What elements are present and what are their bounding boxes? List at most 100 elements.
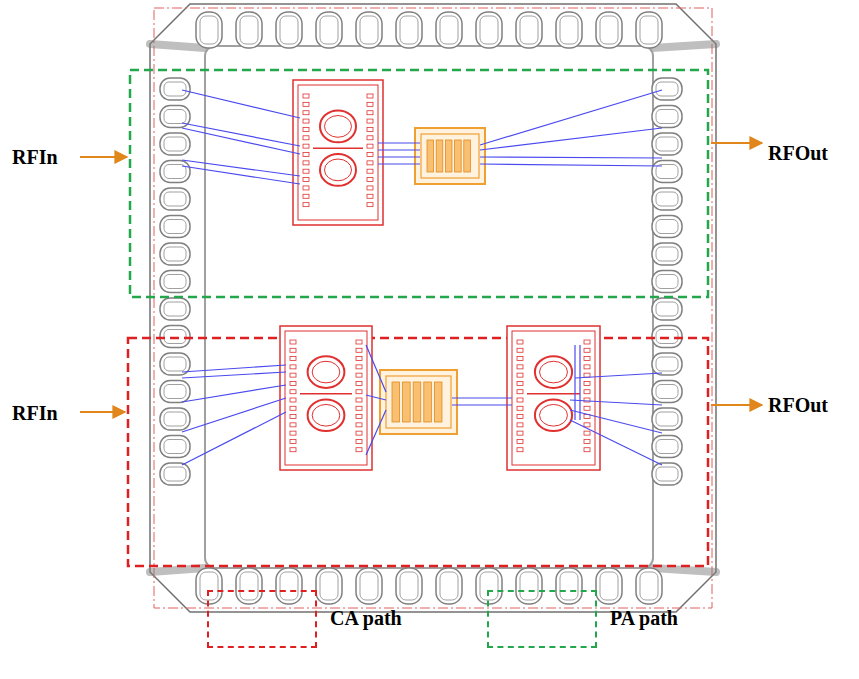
bond-pad xyxy=(236,12,262,48)
bond-pad-inner xyxy=(640,16,658,44)
die-paddle xyxy=(205,46,653,568)
bond-pad-inner xyxy=(480,16,498,44)
ipd-chip xyxy=(507,326,600,470)
bond-wire xyxy=(480,164,662,166)
bond-wire xyxy=(570,420,662,465)
bond-pad xyxy=(652,271,682,293)
bond-pad-inner xyxy=(164,247,186,261)
bond-pad xyxy=(356,568,382,604)
bond-pad xyxy=(652,243,682,265)
bond-pad xyxy=(476,568,502,604)
bond-pad-inner xyxy=(240,16,258,44)
bond-pad-inner xyxy=(520,16,538,44)
bond-pad xyxy=(652,188,682,210)
bond-pad xyxy=(636,12,662,48)
bond-pad xyxy=(236,568,262,604)
bond-pad xyxy=(652,326,682,348)
bond-pad-inner xyxy=(360,16,378,44)
bond-pad-inner xyxy=(164,275,186,289)
bond-pad xyxy=(160,463,190,485)
bond-wire xyxy=(366,410,386,455)
bond-pad-inner xyxy=(164,82,186,96)
bond-pad-inner xyxy=(656,247,678,261)
bond-pad xyxy=(596,12,622,48)
bond-wire xyxy=(570,410,662,433)
ipd-chip xyxy=(280,326,372,470)
bond-wire xyxy=(366,345,386,392)
signal-arrow xyxy=(711,142,762,144)
bond-pad xyxy=(516,12,542,48)
bond-wire xyxy=(182,166,300,184)
bond-pad xyxy=(276,12,302,48)
ipd-chip xyxy=(293,80,383,225)
signal-label: RFIn xyxy=(12,145,58,169)
bond-pad xyxy=(160,381,190,403)
bond-wire xyxy=(182,398,286,432)
bond-pad-inner xyxy=(360,572,378,600)
bond-wire xyxy=(182,160,300,176)
bond-pad-inner xyxy=(440,572,458,600)
bond-pad xyxy=(516,568,542,604)
bond-wire xyxy=(378,149,420,150)
bond-pad xyxy=(652,106,682,128)
signal-arrow xyxy=(80,411,125,413)
bond-pad xyxy=(276,568,302,604)
bond-pad xyxy=(652,381,682,403)
bond-pad-inner xyxy=(164,110,186,124)
bond-pad-inner xyxy=(200,572,218,600)
bond-pad-inner xyxy=(656,302,678,316)
bond-pad-inner xyxy=(656,412,678,426)
bond-pad-inner xyxy=(600,16,618,44)
bond-pad xyxy=(476,12,502,48)
bond-pad xyxy=(160,326,190,348)
corner-tie-bar xyxy=(652,568,716,572)
bond-pad-inner xyxy=(320,16,338,44)
bond-pad-inner xyxy=(656,330,678,344)
bond-pad-inner xyxy=(320,572,338,600)
bond-pad-inner xyxy=(164,467,186,481)
bond-pad-inner xyxy=(656,220,678,234)
bond-pad xyxy=(652,78,682,100)
bond-pad xyxy=(160,408,190,430)
bond-wire xyxy=(574,345,575,420)
signal-arrow xyxy=(80,156,127,158)
bond-pad xyxy=(160,133,190,155)
bond-pad xyxy=(636,568,662,604)
bond-pad xyxy=(396,568,422,604)
bond-pad xyxy=(556,12,582,48)
bond-wire xyxy=(378,156,420,157)
bond-wire xyxy=(480,157,662,158)
bond-pad xyxy=(356,12,382,48)
bond-pad-inner xyxy=(164,357,186,371)
bond-pad xyxy=(652,161,682,183)
bond-pad xyxy=(160,436,190,458)
bond-pad-inner xyxy=(656,110,678,124)
bond-wire xyxy=(480,90,662,145)
bond-pad xyxy=(196,568,222,604)
bond-pad xyxy=(396,12,422,48)
bond-pad-inner xyxy=(200,16,218,44)
bond-pad-inner xyxy=(164,412,186,426)
bond-wire xyxy=(182,90,300,118)
corner-tie-bar xyxy=(150,568,205,572)
bond-wire xyxy=(575,373,662,378)
bond-pad xyxy=(160,216,190,238)
package-border-dashdot xyxy=(154,8,712,608)
bond-pad-inner xyxy=(656,467,678,481)
bond-pad-inner xyxy=(656,385,678,399)
bond-pad-inner xyxy=(560,16,578,44)
ca-path-region xyxy=(128,338,708,566)
signal-label: RFIn xyxy=(12,401,58,425)
pa-die xyxy=(415,128,485,184)
bond-pad-inner xyxy=(280,572,298,600)
bond-pad xyxy=(160,188,190,210)
bond-pad-inner xyxy=(164,192,186,206)
bond-wire xyxy=(182,412,286,465)
bond-pad xyxy=(652,216,682,238)
bond-wire xyxy=(378,142,420,143)
bond-pad-inner xyxy=(656,275,678,289)
bond-pad-inner xyxy=(164,302,186,316)
bond-pad-inner xyxy=(164,440,186,454)
